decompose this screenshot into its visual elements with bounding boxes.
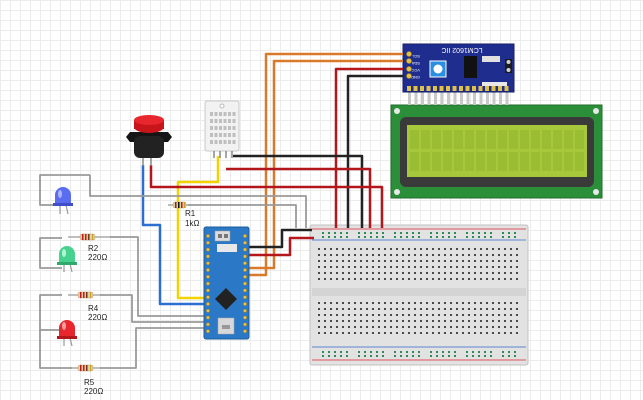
wire-r2 [110, 236, 206, 317]
led-blue [53, 187, 73, 215]
i2c-header-pins [406, 51, 412, 79]
r4-name: R4 [88, 304, 99, 313]
r2-name: R2 [88, 244, 99, 253]
resistor-r4: R4 220Ω [68, 291, 107, 322]
resistor-r2: R2 220Ω [68, 233, 112, 262]
wire-arduino-gnd [248, 228, 312, 249]
i2c-pin-vcc-label: VCC [411, 68, 420, 73]
r2-value: 220Ω [88, 253, 107, 262]
i2c-module-title: LCM1602 IIC [441, 46, 482, 53]
i2c-pin-scl-label: SCL [411, 54, 420, 59]
resistor-r1: R1 1kΩ [168, 201, 199, 228]
lcd-pins [408, 92, 509, 105]
wire-dht-vcc [226, 167, 372, 228]
led-red [57, 320, 77, 347]
arduino-chip [215, 288, 237, 310]
wire-r5 [100, 327, 206, 369]
arduino-pins [206, 234, 247, 334]
breadboard [309, 224, 529, 366]
wire-i2c-vcc [334, 67, 403, 228]
i2c-bottom-pins [407, 86, 509, 91]
wire-led-red-gnd [39, 294, 62, 331]
dht-sensor [204, 100, 240, 158]
i2c-pin-sda-label: SDA [411, 61, 420, 66]
i2c-pin-gnd-label: GND [411, 75, 420, 80]
wire-r4 [100, 294, 206, 323]
wire-sda [248, 59, 403, 270]
wire-button-vcc [149, 165, 384, 228]
i2c-chip [464, 56, 477, 78]
wire-i2c-gnd [346, 74, 403, 228]
r5-name: R5 [84, 378, 95, 387]
push-button [126, 115, 172, 166]
resistor-r5: R5 220Ω [70, 364, 103, 396]
wires [39, 52, 403, 369]
wire-led-blue-gnd [39, 174, 90, 206]
wire-ground-rail [39, 330, 72, 369]
wire-dht-gnd [233, 154, 364, 228]
wire-arduino-5v [248, 236, 314, 257]
wire-scl [248, 52, 403, 277]
r4-value: 220Ω [88, 313, 107, 322]
wire-led-green-gnd [39, 237, 62, 269]
led-green [57, 246, 77, 273]
breadboard-holes [318, 232, 518, 357]
arduino-nano [203, 226, 250, 340]
wire-r1-right [188, 204, 297, 228]
lcd-character-cells [410, 130, 584, 171]
lcd-display [390, 92, 603, 199]
dht-grille [210, 112, 236, 144]
wire-led-common [89, 175, 307, 228]
r1-name: R1 [185, 209, 196, 218]
wire-dht-data [176, 156, 220, 300]
r5-value: 220Ω [84, 387, 103, 396]
i2c-module: LCM1602 IIC SCL SDA VCC GND [402, 43, 515, 93]
wire-button-signal [141, 165, 206, 306]
r1-value: 1kΩ [185, 219, 199, 228]
